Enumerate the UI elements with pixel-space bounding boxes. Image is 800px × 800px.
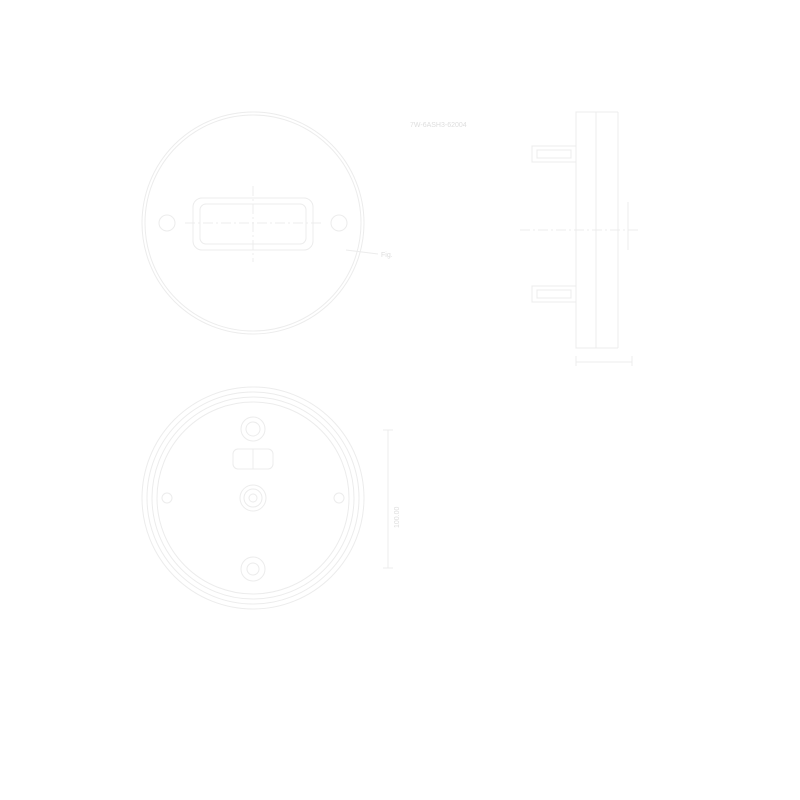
front-inner-circle xyxy=(144,114,362,332)
front-view-marker: Fig. xyxy=(381,252,393,259)
terminal-center-outer xyxy=(239,484,267,512)
rear-ring-4 xyxy=(156,401,350,595)
side-lower-tab-inner xyxy=(536,289,572,299)
terminal-top-outer xyxy=(240,416,266,442)
side-lower-tab xyxy=(531,285,577,303)
rear-ring-3 xyxy=(151,396,355,600)
rear-ring-2 xyxy=(146,391,360,605)
terminal-bottom-inner xyxy=(246,562,260,576)
terminal-center-inner xyxy=(248,493,258,503)
terminal-center-mid xyxy=(243,488,263,508)
side-view: 7W-6ASH3-62004 xyxy=(410,111,640,366)
terminal-bottom-outer xyxy=(240,556,266,582)
rear-mount-right xyxy=(333,492,345,504)
front-view: Fig. xyxy=(141,111,393,335)
front-outer-circle xyxy=(141,111,365,335)
rear-mount-left xyxy=(161,492,173,504)
terminal-top-inner xyxy=(245,421,261,437)
side-upper-tab-inner xyxy=(536,149,572,159)
mounting-hole-right xyxy=(330,214,348,232)
rear-ring-1 xyxy=(141,386,365,610)
front-leader-line xyxy=(345,249,379,255)
rear-dimension-label: 100.00 xyxy=(394,506,401,528)
side-view-title: 7W-6ASH3-62004 xyxy=(410,122,467,129)
rear-view: 100.00 xyxy=(141,386,401,610)
side-upper-tab xyxy=(531,145,577,163)
mounting-hole-left xyxy=(158,214,176,232)
